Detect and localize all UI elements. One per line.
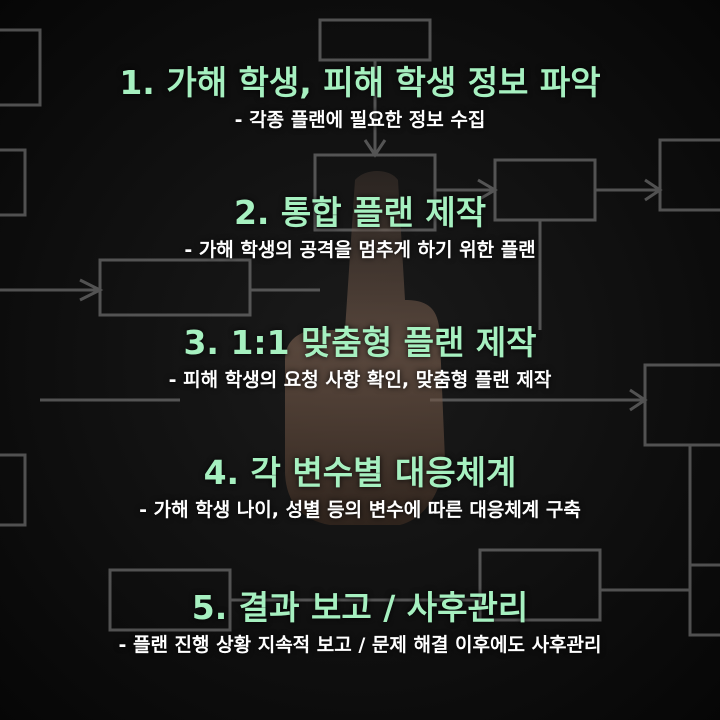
step-3-title: 3. 1:1 맞춤형 플랜 제작 (183, 323, 537, 362)
step-3: 3. 1:1 맞춤형 플랜 제작 - 피해 학생의 요청 사항 확인, 맞춤형 … (0, 323, 720, 393)
step-5-title: 5. 결과 보고 / 사후관리 (191, 588, 529, 627)
step-4-description: - 가해 학생 나이, 성별 등의 변수에 따른 대응체계 구축 (139, 499, 581, 521)
step-5: 5. 결과 보고 / 사후관리 - 플랜 진행 상황 지속적 보고 / 문제 해… (0, 588, 720, 658)
step-1-description: - 각종 플랜에 필요한 정보 수집 (234, 109, 486, 131)
pointing-finger (285, 171, 445, 525)
step-1-title: 1. 가해 학생, 피해 학생 정보 파악 (119, 63, 601, 102)
step-2-title: 2. 통합 플랜 제작 (233, 193, 487, 232)
step-2-description: - 가해 학생의 공격을 멈추게 하기 위한 플랜 (184, 239, 536, 261)
step-1: 1. 가해 학생, 피해 학생 정보 파악 - 각종 플랜에 필요한 정보 수집 (0, 63, 720, 133)
step-4: 4. 각 변수별 대응체계 - 가해 학생 나이, 성별 등의 변수에 따른 대… (0, 453, 720, 523)
step-5-description: - 플랜 진행 상황 지속적 보고 / 문제 해결 이후에도 사후관리 (118, 634, 602, 656)
step-4-title: 4. 각 변수별 대응체계 (203, 453, 517, 492)
step-3-description: - 피해 학생의 요청 사항 확인, 맞춤형 플랜 제작 (168, 369, 552, 391)
flowchart-lines (0, 18, 720, 637)
step-2: 2. 통합 플랜 제작 - 가해 학생의 공격을 멈추게 하기 위한 플랜 (0, 193, 720, 263)
